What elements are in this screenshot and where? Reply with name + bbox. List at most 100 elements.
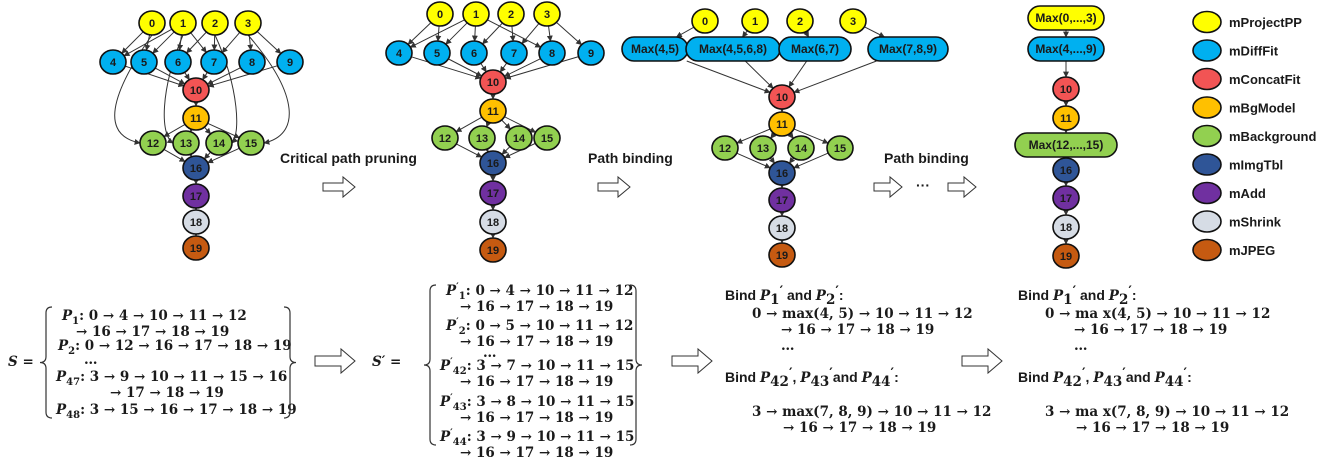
node-shape: [385, 40, 413, 66]
node-label: 2: [797, 16, 803, 28]
node-label: 2: [508, 9, 514, 21]
node-shape: [1014, 132, 1118, 158]
edge-12-to-16: [163, 148, 186, 163]
node-shape: [1052, 76, 1080, 102]
edge-12-to-16: [456, 143, 483, 158]
node-label: 17: [190, 191, 202, 203]
path-line-p2: P2: 0 → 12 → 16 → 17 → 18 → 19: [57, 338, 292, 357]
edge-9-to-10: [207, 65, 278, 88]
node-shape: [234, 10, 262, 36]
node-shape: [768, 242, 796, 268]
node-shape: [768, 84, 796, 110]
node-max-4-9: Max(4,...,9): [1027, 36, 1105, 62]
binding-result-1: Bind P1′ and P2′:0 → max(4, 5) → 10 → 11…: [725, 284, 991, 436]
node-0: 0: [138, 10, 166, 36]
node-shape: [431, 125, 459, 151]
node-1: 1: [741, 8, 769, 34]
path-line-p43: P′43: 3 → 8 → 10 → 11 → 15: [439, 393, 634, 413]
node-15: 15: [826, 135, 854, 161]
edge-14-to-16: [789, 157, 796, 164]
node-3: 3: [839, 8, 867, 34]
node-label: 11: [1060, 113, 1072, 125]
node-11: 11: [182, 105, 210, 131]
node-shape: [768, 111, 796, 137]
legend-swatch: [1192, 153, 1222, 176]
equation-S-prime: S′ =P′1: 0 → 4 → 10 → 11 → 12→ 16 → 17 →…: [372, 282, 643, 461]
bind-heading-1: Bind P1′ and P2′:: [1018, 284, 1137, 308]
edge-2-to-6: [482, 22, 503, 45]
node-label: 1: [752, 16, 758, 28]
node-label: 15: [245, 138, 257, 150]
edge-6-to-10: [183, 72, 190, 81]
node-label: 0: [437, 9, 443, 21]
stage-label-binding-2: Path binding: [884, 150, 969, 166]
bound-path-2-line-1: 3 → ma x(7, 8, 9) → 10 → 11 → 12: [1045, 404, 1289, 420]
edge-max-4-5-to-10: [686, 60, 771, 94]
edge-1-to-5: [445, 22, 468, 45]
node-label: 19: [776, 250, 788, 262]
node-label: 16: [190, 163, 202, 175]
node-shape: [711, 135, 739, 161]
node-label: Max(6,7): [791, 42, 839, 56]
edge-8-to-10: [503, 58, 541, 77]
node-shape: [1052, 185, 1080, 211]
node-shape: [500, 40, 528, 66]
edge-11-to-14: [204, 126, 211, 135]
node-17: 17: [1052, 185, 1080, 211]
node-shape: [497, 1, 525, 27]
node-label: 13: [180, 138, 192, 150]
node-14: 14: [505, 125, 533, 151]
node-label: 3: [245, 18, 251, 30]
node-label: 4: [110, 57, 117, 69]
node-label: Max(4,...,9): [1035, 42, 1096, 56]
bind-heading-2: Bind P42′, P43′and P44′:: [725, 366, 899, 390]
node-label: 18: [487, 217, 499, 229]
node-label: 9: [287, 57, 293, 69]
path-line: → 16 → 17 → 18 → 19: [460, 445, 613, 461]
node-shape: [276, 49, 304, 75]
equation-lhs: S′ =: [372, 354, 401, 370]
node-15: 15: [533, 125, 561, 151]
legend-item-mprojectpp: mProjectPP: [1192, 10, 1302, 34]
node-shape: [505, 125, 533, 151]
node-shape: [768, 215, 796, 241]
node-14: 14: [205, 130, 233, 156]
node-5: 5: [130, 49, 158, 75]
node-10: 10: [1052, 76, 1080, 102]
node-label: 18: [776, 223, 788, 235]
node-shape: [479, 180, 507, 206]
node-shape: [479, 150, 507, 176]
node-label: 19: [190, 243, 202, 255]
equation-S: S =P1: 0 → 4 → 10 → 11 → 12→ 16 → 17 → 1…: [8, 306, 297, 421]
node-shape: [867, 36, 949, 62]
node-shape: [182, 77, 210, 103]
node-19: 19: [1052, 243, 1080, 269]
node-shape: [479, 69, 507, 95]
node-shape: [1052, 157, 1080, 183]
node-shape: [201, 10, 229, 36]
node-17: 17: [182, 183, 210, 209]
legend-item-mconcatfit: mConcatFit: [1192, 67, 1301, 91]
edge-11-to-14: [787, 132, 794, 139]
node-18: 18: [768, 215, 796, 241]
node-shape: [169, 10, 197, 36]
node-shape: [99, 49, 127, 75]
node-11: 11: [479, 98, 507, 124]
legend-label: mImgTbl: [1229, 158, 1283, 173]
node-8: 8: [538, 40, 566, 66]
ellipsis: …: [781, 338, 795, 354]
edge-11-to-13: [770, 132, 777, 139]
edge-3-to-7: [221, 32, 241, 54]
node-shape: [462, 1, 490, 27]
node-shape: [786, 8, 814, 34]
edge-6-to-10: [480, 62, 487, 73]
node-8: 8: [238, 49, 266, 75]
node-label: 11: [487, 106, 499, 118]
node-shape: [138, 10, 166, 36]
stage-ellipsis: ···: [916, 177, 930, 193]
node-label: 3: [850, 16, 856, 28]
edge-max-6-7-to-10: [788, 60, 808, 88]
node-shape: [577, 40, 605, 66]
edge-0-to-4: [407, 22, 432, 45]
edge-11-to-15: [504, 116, 537, 133]
